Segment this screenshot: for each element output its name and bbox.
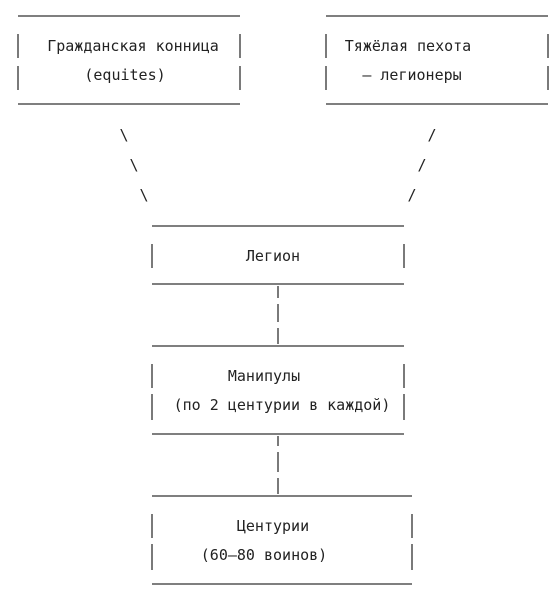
node-infantry-line-1: Тяжёлая пехота bbox=[345, 37, 471, 55]
node-infantry-line-2: — легионеры bbox=[362, 66, 461, 84]
node-cavalry-line-1: Гражданская конница bbox=[47, 37, 219, 55]
node-cavalry-line-2: (equites) bbox=[84, 66, 165, 84]
edge-infantry-legion-glyph-3: / bbox=[407, 186, 416, 204]
edge-infantry-legion-glyph-1: / bbox=[427, 126, 436, 144]
node-infantry-frame bbox=[325, 15, 549, 105]
node-legion-frame bbox=[151, 225, 405, 285]
node-cavalry: Гражданская конница (equites) bbox=[17, 15, 241, 105]
edge-infantry-legion-glyph-2: / bbox=[417, 156, 426, 174]
node-legion: Легион bbox=[151, 225, 405, 285]
node-centuries-frame bbox=[151, 495, 413, 585]
edge-cavalry-legion: \ \ \ bbox=[119, 126, 148, 204]
node-centuries-line-2: (60–80 воинов) bbox=[201, 546, 327, 564]
edge-infantry-legion: / / / bbox=[407, 126, 436, 204]
node-maniples: Манипулы (по 2 центурии в каждой) bbox=[151, 345, 405, 435]
node-infantry: Тяжёлая пехота — легионеры bbox=[325, 15, 549, 105]
edge-cavalry-legion-glyph-2: \ bbox=[129, 156, 138, 174]
node-centuries-line-1: Центурии bbox=[237, 517, 309, 535]
node-legion-line-1: Легион bbox=[246, 247, 300, 265]
node-maniples-frame bbox=[151, 345, 405, 435]
node-cavalry-frame bbox=[17, 15, 241, 105]
node-maniples-line-2: (по 2 центурии в каждой) bbox=[174, 396, 391, 414]
node-maniples-line-1: Манипулы bbox=[228, 367, 300, 385]
node-centuries: Центурии (60–80 воинов) bbox=[151, 495, 413, 585]
edge-cavalry-legion-glyph-1: \ bbox=[119, 126, 128, 144]
edge-cavalry-legion-glyph-3: \ bbox=[139, 186, 148, 204]
